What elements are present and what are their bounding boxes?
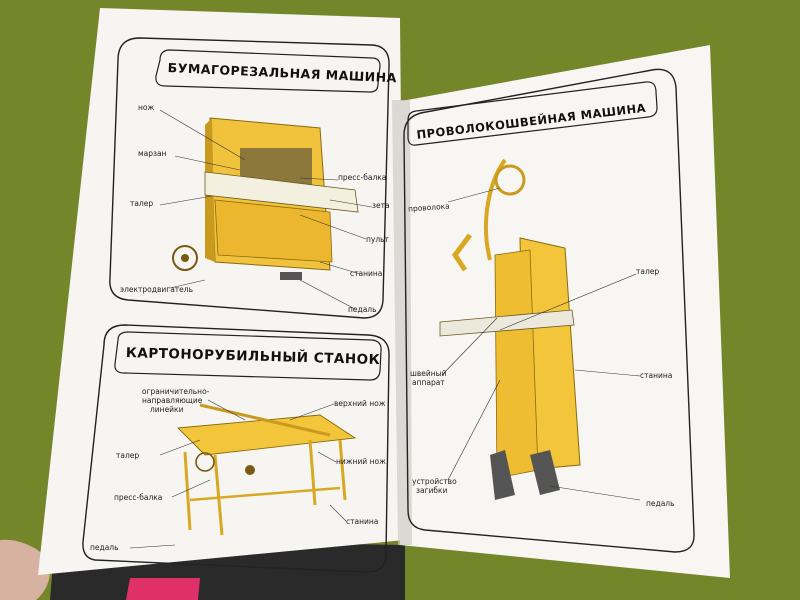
label-lower-knife: нижний нож [336,457,386,466]
leader-lines-top [159,109,373,310]
label-knife: нож [138,103,155,112]
card-cutter-illustration [177,403,357,536]
label-guide-line3: линейки [150,405,184,414]
label-margin: марзан [138,149,167,158]
paper-cutter-illustration [172,117,359,280]
label-bend-line1: устройство [412,477,457,486]
label-frame-top: станина [350,269,383,278]
left-page [38,8,405,575]
label-press-beam-top: пресс-балка [338,173,387,182]
label-frame-right: станина [640,371,673,380]
panel-frame-top [109,37,390,319]
label-motor: электродвигатель [120,285,193,294]
label-pedal-top: педаль [348,305,377,314]
label-guide-line1: ограничительно- [142,387,210,396]
label-taler-right: талер [636,267,660,276]
panel-frame-bottom [82,324,390,573]
label-zeta: зета [372,201,390,210]
label-frame-bottom: станина [346,517,379,526]
label-remote: пульт [366,235,389,244]
panel-frame-right [403,68,695,553]
title-box-right [407,81,658,146]
leader-lines-right [441,187,641,501]
label-taler-top: талер [130,199,154,208]
label-pedal-bottom: педаль [90,543,119,552]
label-pedal-right: педаль [646,499,675,508]
label-bend-line2: загибки [416,486,448,495]
label-guide-line2: направляющие [142,396,203,405]
label-press-beam-bottom: пресс-балка [114,493,163,502]
label-stitch-line2: аппарат [412,378,445,387]
title-box-bottom [114,331,382,381]
label-taler-bottom: талер [116,451,140,460]
title-box-top [155,49,381,93]
label-stitch-line1: швейный [410,369,447,378]
cover-accent-bottom [126,578,200,600]
label-upper-knife: верхний нож [334,399,386,408]
hand [0,539,51,600]
stitching-machine-illustration [439,158,581,500]
leader-lines-bottom [129,399,347,549]
